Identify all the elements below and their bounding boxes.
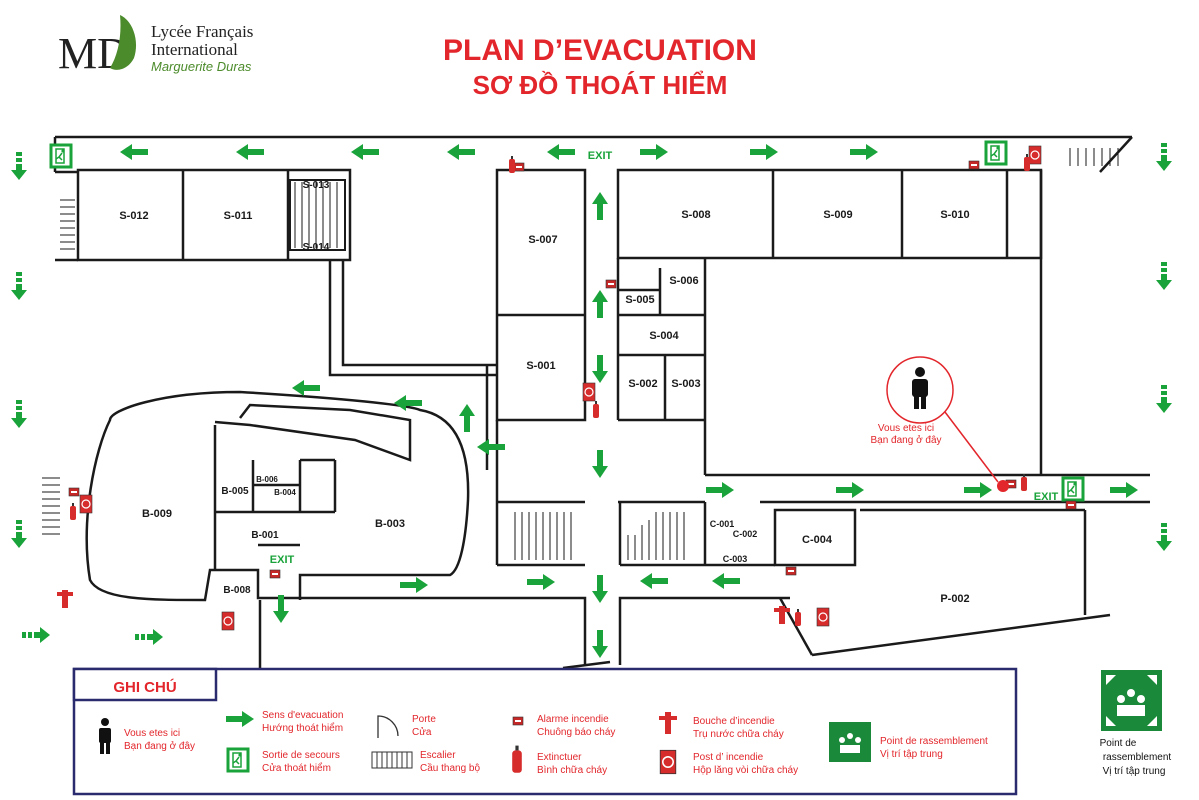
exit-label: EXIT [270,554,295,566]
legend-item-fr: Point de rassemblement [880,736,988,747]
legend-item-vn: Trụ nước chữa cháy [693,729,784,740]
legend-item-vn: Bạn đang ở đây [124,740,195,752]
legend-item-vn: Chuông báo cháy [537,727,615,738]
room-label: B-005 [221,486,249,497]
room-label: S-014 [303,242,330,253]
legend-item-fr: Sortie de secours [262,750,340,761]
legend-item-vn: Hộp lăng vòi chữa cháy [693,765,798,776]
room-label: C-004 [802,534,833,546]
person-icon [99,718,111,754]
emergency-exit-icon [49,140,1085,502]
you-are-here-vn: Bạn đang ở đây [870,434,941,446]
floor-plan-walls [53,135,1150,670]
room-label: S-012 [119,210,148,222]
legend-title: GHI CHÚ [113,678,176,696]
stairs-icon [371,751,413,769]
assembly-point-line2: rassemblement [1103,752,1172,763]
room-labels: S-012 S-011 S-013 S-014 S-007 S-001 S-00… [119,180,969,605]
room-label: S-010 [940,209,969,221]
fire-hose-icon [659,749,677,775]
room-label: S-005 [625,294,654,306]
legend-item-fr: Porte [412,714,436,725]
room-label: B-004 [274,488,296,497]
legend-item-vn: Cửa [412,726,432,738]
room-label: S-011 [224,210,253,222]
legend-item-fr: Post d’ incendie [693,752,764,763]
fire-alarm-icon [512,716,524,726]
room-label: B-009 [142,508,172,520]
door-icon [377,715,399,738]
assembly-point-line1: Point de [1100,738,1137,749]
school-name-line3: Marguerite Duras [151,59,252,74]
room-label: S-004 [649,330,679,342]
legend-item-vn: Cầu thang bộ [420,762,480,774]
stairs [42,148,1119,560]
legend-item-fr: Alarme incendie [537,714,609,725]
page-title-vn: SƠ ĐỒ THOÁT HIỂM [473,70,728,100]
legend-item-vn: Vị trí tập trung [880,749,943,760]
room-label: S-001 [526,360,555,372]
exit-label: EXIT [588,150,613,162]
person-icon [912,367,928,409]
room-label: S-013 [303,180,330,191]
assembly-point-icon [829,722,871,762]
room-label: B-001 [251,530,279,541]
assembly-point-sign: Point de rassemblement Vị trí tập trung [1100,670,1172,777]
room-label: S-006 [669,275,698,287]
room-label: C-001 [710,519,735,529]
room-label: B-003 [375,518,405,530]
you-are-here-fr: Vous etes ici [878,423,934,434]
evacuation-arrows [11,143,1172,685]
assembly-point-icon [1106,675,1157,726]
room-label: S-002 [628,378,657,390]
exit-label: EXIT [1034,491,1059,503]
legend-item-vn: Hướng thoát hiểm [262,722,343,734]
hydrant-icon [57,590,790,624]
logo-leaf-icon [110,15,137,70]
room-label: B-006 [256,475,278,484]
assembly-point-line3: Vị trí tập trung [1103,766,1166,777]
legend-item-vn: Cửa thoát hiểm [262,762,331,774]
room-label: S-008 [681,209,710,221]
room-label: S-009 [823,209,852,221]
legend-item-fr: Bouche d’incendie [693,716,775,727]
legend-item-fr: Extinctuer [537,752,582,763]
room-label: C-002 [733,529,758,539]
room-label: B-008 [223,585,251,596]
legend-item-fr: Vous etes ici [124,728,180,739]
room-label: S-003 [671,378,700,390]
room-label: S-007 [528,234,557,246]
hydrant-icon [659,712,677,734]
room-label: C-003 [723,554,748,564]
legend-item-fr: Sens d'evacuation [262,710,343,721]
school-name-line2: International [151,40,238,59]
school-logo: MD Lycée Français International Margueri… [58,15,253,78]
legend-item-vn: Bình chữa cháy [537,765,607,776]
school-name-line1: Lycée Français [151,22,253,41]
emergency-exit-icon [226,747,250,773]
legend: GHI CHÚ Vous etes ici Bạn đang ở đây Sen… [72,667,1018,796]
room-label: P-002 [940,593,969,605]
legend-item-fr: Escalier [420,750,456,761]
page-title-fr: PLAN D’EVACUATION [443,34,757,67]
you-are-here-marker: Vous etes ici Bạn đang ở đây [870,356,1009,492]
